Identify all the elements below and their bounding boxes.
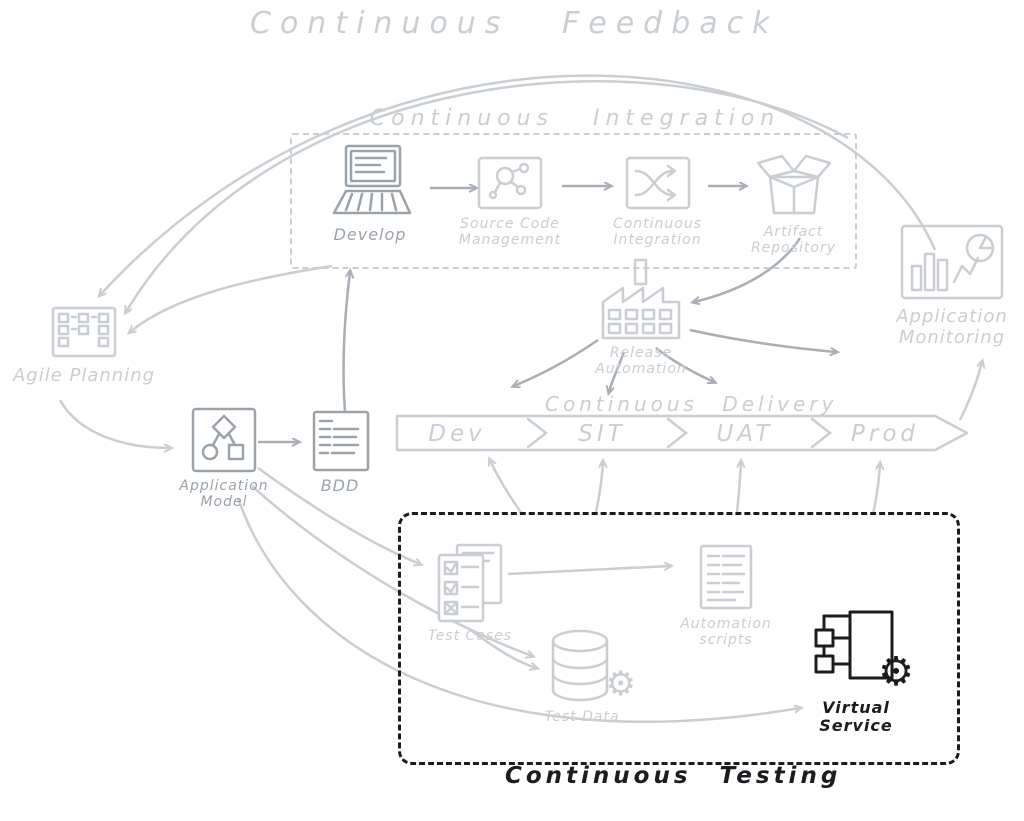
application-model-icon	[191, 407, 257, 473]
pipeline-stage-uat: UAT	[717, 421, 774, 447]
virtual-service-icon	[814, 610, 894, 680]
arrow-up-uat	[735, 462, 741, 513]
pipeline-stage-prod: Prod	[851, 421, 919, 447]
artifact-repository-icon	[756, 154, 831, 215]
bdd-document-icon	[312, 410, 370, 472]
database-icon	[551, 629, 609, 702]
node-continuous-integration: Continuous Integration	[600, 155, 715, 248]
arrow-up-sit	[594, 462, 603, 513]
node-artifact-repository: Artifact Repository	[736, 143, 851, 256]
test-cases-checklist-icon	[437, 543, 503, 623]
node-automation-scripts: Automation scripts	[676, 543, 776, 648]
gear-icon: ⚙	[605, 664, 636, 705]
node-application-model: Application Model	[176, 405, 272, 510]
application-model-label: Application Model	[179, 478, 269, 511]
agile-planning-label: Agile Planning	[12, 365, 156, 386]
node-virtual-service: ⚙ Virtual Service	[802, 608, 914, 736]
node-develop: Develop	[318, 143, 422, 244]
source-code-management-icon	[477, 156, 543, 210]
test-cases-label: Test Cases	[427, 628, 513, 644]
pipeline-chevron-3	[810, 417, 833, 449]
continuous-feedback-title: Continuous Feedback	[250, 6, 779, 41]
node-application-monitoring: Application Monitoring	[888, 222, 1016, 348]
pipeline-stage-dev: Dev	[428, 421, 485, 447]
arrow-release-to-right	[689, 328, 836, 352]
node-source-code-management: Source Code Management	[455, 155, 565, 248]
laptop-icon	[332, 144, 412, 215]
arrow-up-prod	[871, 464, 880, 515]
bdd-label: BDD	[320, 476, 360, 495]
node-test-data: ⚙ Test Data	[536, 628, 636, 725]
artifact-repository-label: Artifact Repository	[750, 224, 837, 257]
node-agile-planning: Agile Planning	[8, 303, 160, 387]
continuous-integration-title: Continuous Integration	[369, 106, 781, 131]
gear-icon: ⚙	[878, 649, 914, 695]
arrow-bdd-to-develop	[342, 272, 350, 413]
develop-label: Develop	[333, 225, 407, 244]
node-bdd: BDD	[304, 410, 376, 495]
test-data-label: Test Data	[544, 709, 620, 725]
application-monitoring-label: Application Monitoring	[896, 306, 1008, 348]
node-test-cases: Test Cases	[424, 543, 516, 644]
virtual-service-label: Virtual Service	[819, 698, 893, 736]
continuous-testing-title: Continuous Testing	[505, 763, 842, 789]
continuous-testing-box	[398, 512, 960, 765]
source-code-management-label: Source Code Management	[458, 216, 562, 249]
continuous-integration-label: Continuous Integration	[612, 216, 703, 249]
pipeline-chevron-1	[526, 417, 549, 449]
pipeline-stage-sit: SIT	[578, 421, 625, 447]
factory-icon	[601, 258, 681, 340]
automation-scripts-label: Automation scripts	[680, 616, 772, 649]
release-automation-label: Release Automation	[595, 345, 687, 378]
delivery-pipeline: Dev SIT UAT Prod	[395, 414, 969, 452]
pipeline-chevron-2	[666, 417, 689, 449]
agile-planning-icon	[51, 306, 117, 358]
application-monitoring-icon	[900, 224, 1004, 300]
node-release-automation: Release Automation	[585, 258, 697, 377]
feedback-arc-3	[130, 264, 333, 332]
automation-scripts-icon	[699, 544, 753, 610]
arrow-agile-to-appmodel	[58, 399, 170, 448]
arrow-up-dev	[490, 460, 524, 515]
continuous-integration-box	[290, 133, 857, 269]
continuous-integration-icon	[625, 156, 690, 210]
pipeline-bar	[395, 414, 969, 452]
